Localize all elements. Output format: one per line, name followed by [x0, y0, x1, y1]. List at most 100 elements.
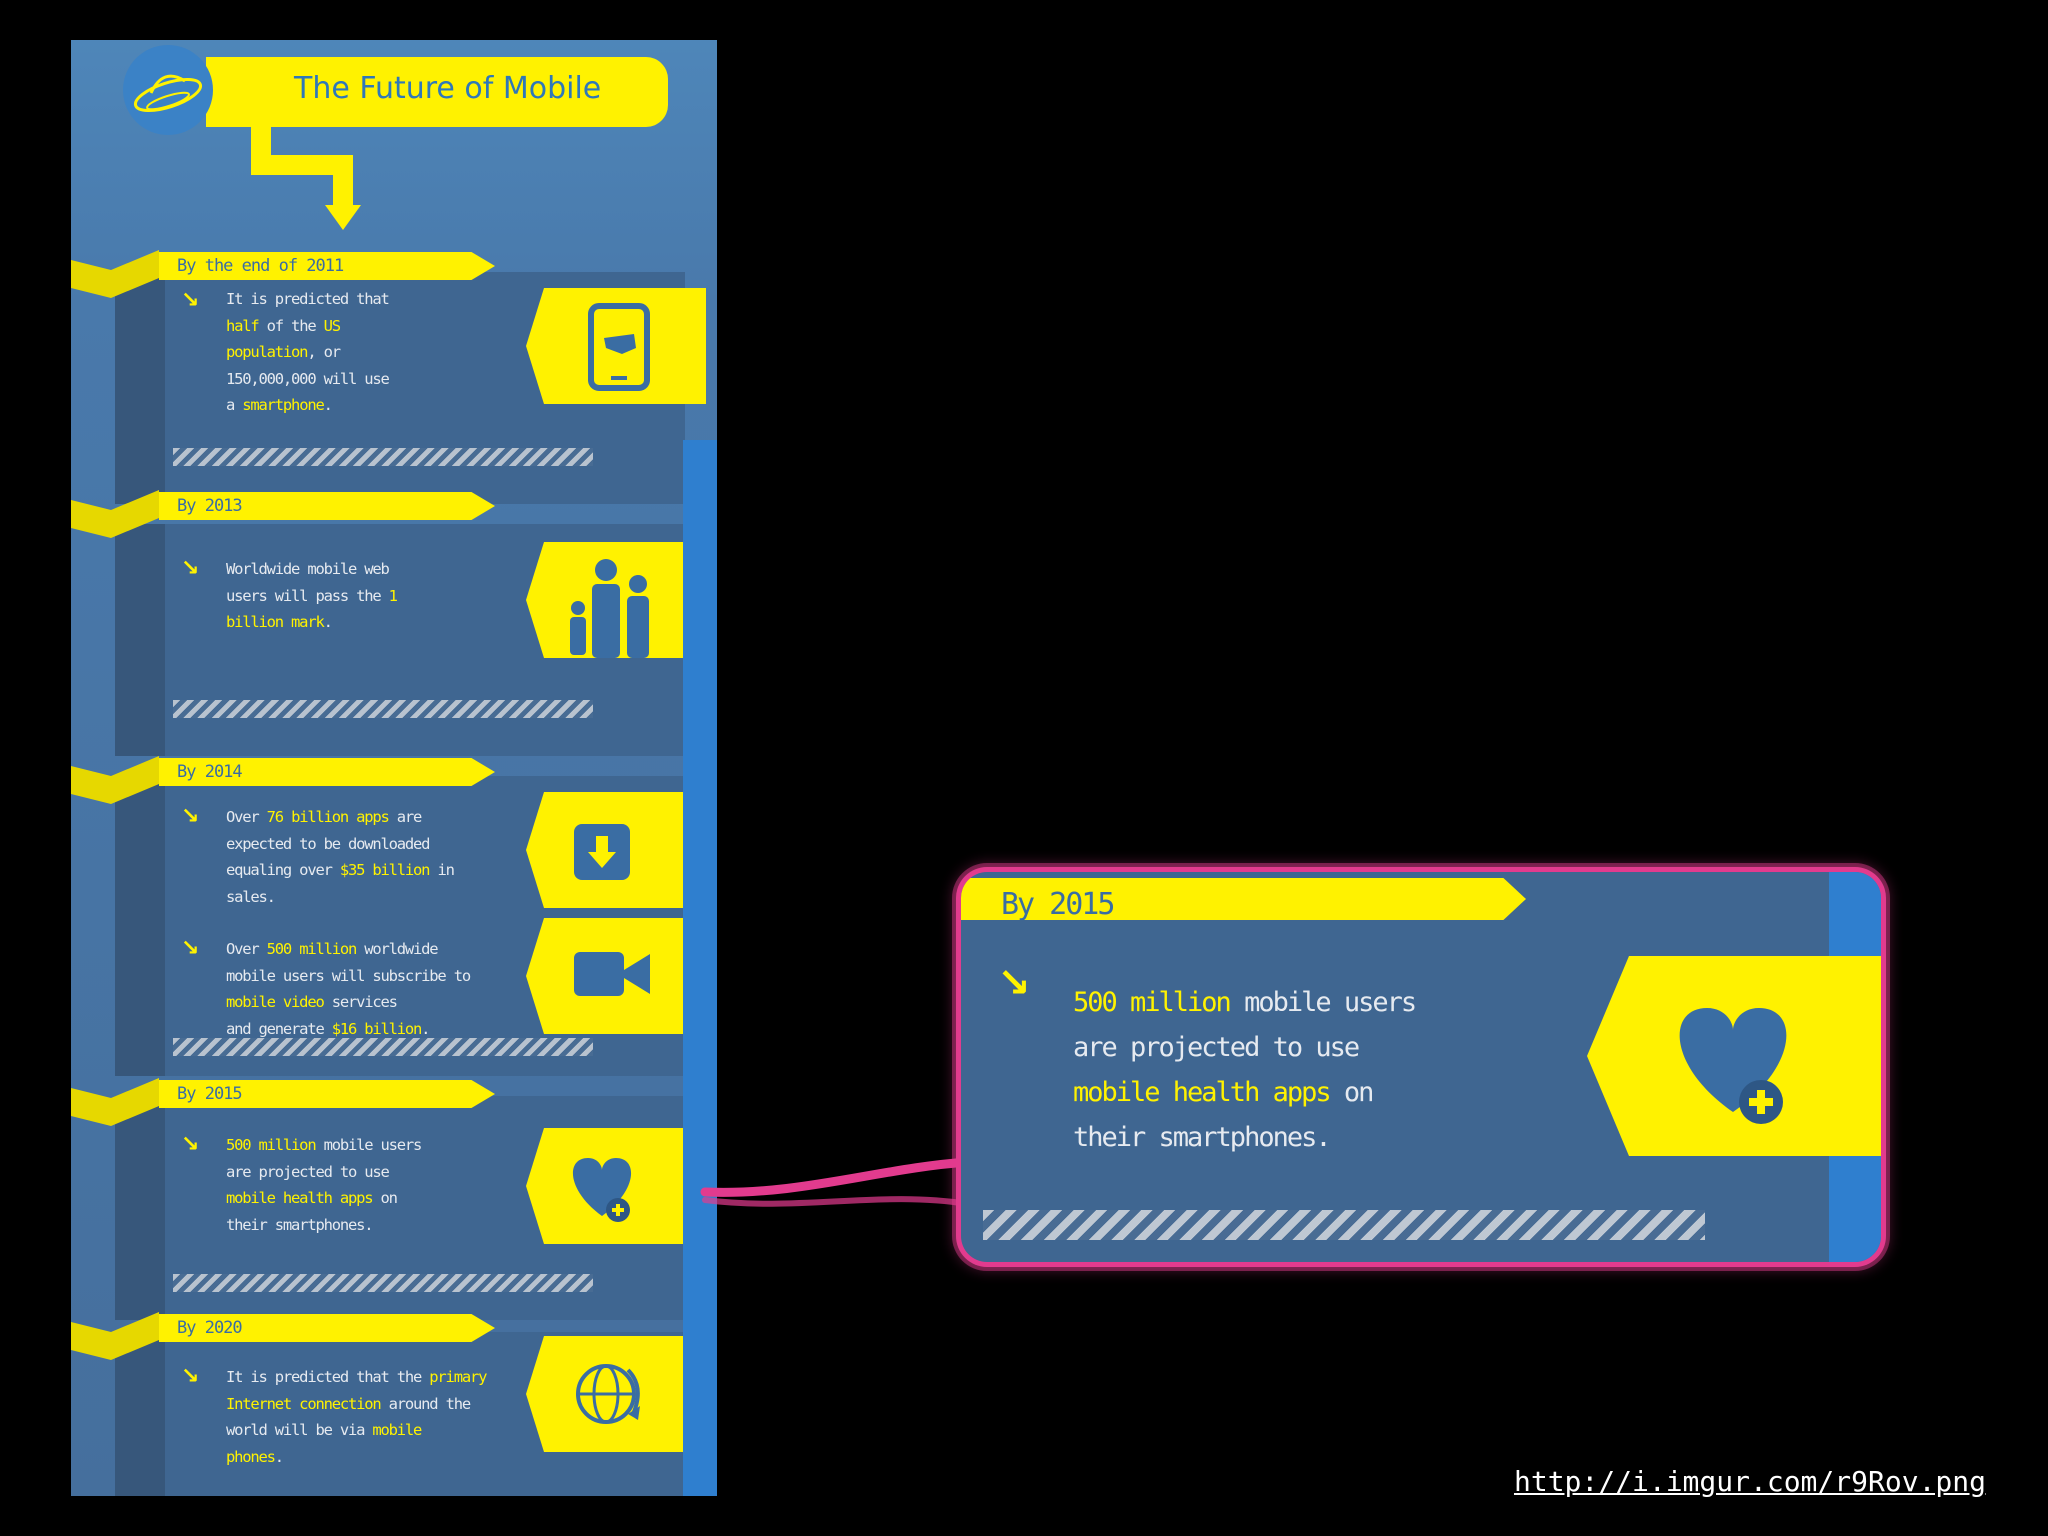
entry-line: world will be via mobile — [226, 1417, 486, 1444]
page-title: The Future of Mobile — [294, 71, 602, 106]
arrow-bullet-icon: ↘ — [181, 936, 200, 961]
entry-text-segment: . — [274, 1447, 284, 1466]
year-banner-2015: By 2015 — [159, 1080, 495, 1108]
entry-text-2014-apps: Over 76 billion apps are expected to be d… — [226, 804, 455, 910]
entry-text-segment: It is predicted that — [226, 290, 390, 308]
title-banner: The Future of Mobile — [206, 57, 668, 127]
entry-line: phones. — [226, 1444, 486, 1471]
year-label: By 2013 — [177, 496, 243, 516]
entry-line: users will pass the 1 — [226, 583, 398, 610]
entry-line: It is predicted that — [226, 286, 390, 313]
highlight-text: 1 — [388, 586, 398, 605]
year-label: By 2020 — [177, 1318, 243, 1338]
year-banner-2011: By the end of 2011 — [159, 252, 495, 280]
panel-shadow — [115, 524, 165, 756]
entry-line: are projected to use — [1073, 1025, 1415, 1070]
entry-text-segment: around the — [380, 1394, 472, 1413]
entry-line: 500 million mobile users — [1073, 980, 1417, 1025]
year-label: By 2015 — [1001, 887, 1115, 922]
entry-line: 500 million mobile users — [226, 1132, 423, 1159]
arrow-bullet-icon: ↘ — [181, 556, 200, 581]
ribbon-wing — [71, 1078, 159, 1126]
entry-text-segment: sales. — [226, 887, 276, 906]
entry-text-segment: their smartphones. — [1073, 1122, 1332, 1153]
arrow-bullet-icon: ↘ — [181, 1132, 200, 1157]
entry-text-2015: 500 million mobile users are projected to… — [226, 1132, 423, 1239]
highlight-text: mobile — [372, 1421, 422, 1439]
video-camera-icon — [574, 952, 650, 996]
highlight-text: mobile health apps — [226, 1189, 374, 1207]
entry-text-segment: on — [372, 1189, 399, 1207]
entry-text-segment: expected to be downloaded — [226, 834, 430, 853]
entry-text-segment: Over — [226, 940, 267, 958]
entry-text-segment: . — [323, 396, 333, 414]
entry-text-segment: on — [1329, 1077, 1375, 1108]
smartphone-usa-icon — [588, 303, 650, 391]
entry-text-segment: Over — [226, 808, 267, 826]
panel-shadow — [115, 776, 165, 1076]
stripe-divider — [173, 1274, 593, 1292]
title-connector-arrow — [251, 120, 361, 230]
highlight-text: $16 billion — [331, 1019, 423, 1038]
year-banner-2020: By 2020 — [159, 1314, 495, 1342]
ribbon-wing — [71, 1312, 159, 1360]
entry-text-segment: in — [429, 861, 455, 879]
highlight-text: $35 billion — [339, 861, 431, 879]
heart-plus-icon — [572, 1158, 632, 1222]
entry-line: billion mark. — [226, 609, 397, 636]
entry-line: Over 500 million worldwide — [226, 936, 470, 963]
side-rail — [683, 440, 717, 1496]
year-banner-2015-zoomed: By 2015 — [961, 878, 1526, 920]
highlight-text: primary — [429, 1368, 487, 1386]
ufo-logo-icon — [123, 45, 213, 135]
heart-plus-icon — [1679, 1008, 1787, 1124]
panel-shadow — [115, 272, 165, 504]
entry-line: mobile health apps on — [226, 1185, 421, 1212]
highlight-text: smartphone — [242, 396, 325, 414]
entry-text-segment: services — [323, 993, 398, 1011]
entry-text-segment: , or — [307, 343, 341, 361]
year-label: By 2014 — [177, 762, 243, 782]
panel-shadow — [115, 1332, 165, 1496]
entry-text-segment: are projected to use — [1073, 1032, 1360, 1063]
entry-text-segment: and generate — [226, 1019, 332, 1038]
entry-line: their smartphones. — [226, 1212, 421, 1239]
icon-tag-2013 — [526, 542, 706, 658]
ribbon-wing — [71, 756, 159, 804]
entry-text-segment: mobile users — [315, 1136, 423, 1154]
entry-text-segment: It is predicted that the — [226, 1368, 430, 1386]
arrow-bullet-icon: ↘ — [181, 804, 200, 829]
entry-text-segment: . — [421, 1019, 430, 1038]
ribbon-wing — [71, 490, 159, 538]
year-label: By the end of 2011 — [177, 256, 344, 276]
entry-text-2015-zoomed: 500 million mobile users are projected to… — [1073, 980, 1417, 1160]
entry-text-segment: are projected to use — [226, 1162, 390, 1181]
highlight-text: mobile video — [226, 993, 325, 1011]
entry-text-segment: worldwide — [356, 940, 438, 958]
entry-line: mobile health apps on — [1073, 1070, 1415, 1115]
stripe-divider — [173, 448, 593, 466]
arrow-bullet-icon: ↘ — [181, 288, 200, 313]
source-link[interactable]: http://i.imgur.com/r9Rov.png — [1513, 1465, 1986, 1498]
stripe-divider — [173, 1038, 593, 1056]
entry-text-segment: their smartphones. — [226, 1215, 374, 1234]
entry-line: mobile video services — [226, 989, 470, 1016]
entry-line: Over 76 billion apps are — [226, 804, 454, 831]
entry-text-segment: . — [323, 613, 333, 631]
entry-line: population, or — [226, 339, 389, 366]
highlight-text: 500 million — [1073, 987, 1232, 1018]
entry-line: their smartphones. — [1073, 1115, 1415, 1160]
stripe-divider — [983, 1210, 1705, 1240]
year-label: By 2015 — [177, 1084, 243, 1104]
entry-text-segment: mobile users will subscribe to — [226, 966, 471, 985]
highlight-text: 500 million — [226, 1136, 317, 1154]
entry-text-segment: equaling over — [226, 861, 340, 879]
entry-line: Worldwide mobile web — [226, 556, 397, 583]
highlight-text: Internet connection — [226, 1394, 382, 1413]
arrow-bullet-icon: ↘ — [181, 1364, 200, 1389]
entry-line: It is predicted that the primary — [226, 1364, 487, 1391]
entry-text-segment: mobile users — [1229, 987, 1417, 1018]
